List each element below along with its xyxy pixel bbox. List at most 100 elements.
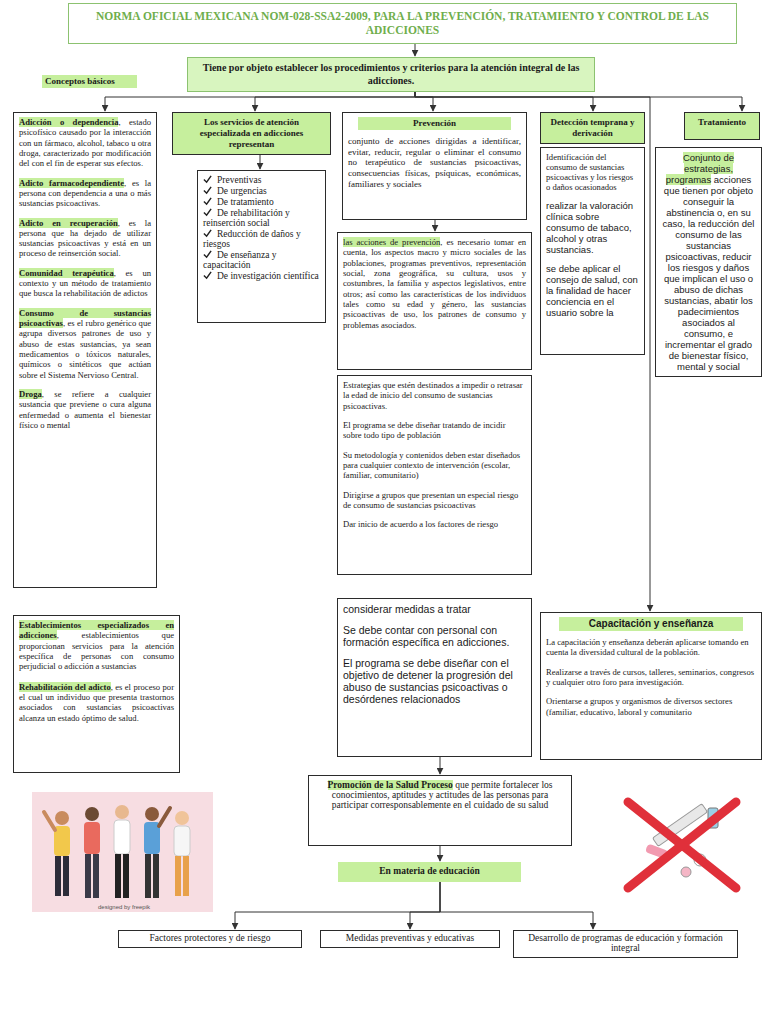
text: De urgencias (217, 186, 267, 196)
text-paragraph: Consumo de sustancias psicoactivas, es e… (19, 308, 151, 380)
connector (255, 92, 415, 111)
text-paragraph: La capacitación y enseñanza deberán apli… (546, 637, 756, 658)
header-box: Tratamiento (684, 112, 760, 140)
text-paragraph: Capacitación y enseñanza (559, 617, 744, 631)
text-paragraph: las acciones de prevención, es necesario… (343, 237, 526, 330)
text: realizar la valoración clínica sobre con… (546, 200, 633, 255)
text-paragraph: Su metodología y contenidos deben estar … (343, 450, 526, 481)
text: Se debe contar con personal con formació… (343, 624, 509, 648)
connector (415, 92, 742, 111)
text: Preventivas (217, 175, 261, 185)
no-drugs-illustration (628, 802, 736, 888)
text: Tiene por objeto establecer los procedim… (203, 62, 580, 86)
text: De enseñanza y capacitación (203, 250, 277, 270)
text: El programa se debe diseñar tratando de … (343, 420, 506, 440)
text: En materia de educación (379, 866, 480, 876)
connector (440, 757, 441, 774)
text-paragraph: Establecimientos especializados en adicc… (19, 620, 174, 672)
text-paragraph: Conjunto de estrategias, programas accio… (661, 152, 756, 372)
text-paragraph: Desarrollo de programas de educación y f… (518, 933, 733, 953)
strategies-box: Estrategias que estén destinados a imped… (337, 375, 532, 575)
connector (260, 155, 261, 169)
header-box: Detección temprana y derivación (540, 112, 645, 144)
text: La capacitación y enseñanza deberán apli… (546, 637, 749, 657)
detection-box: Identificación del consumo de sustancias… (540, 147, 645, 355)
text-paragraph: Identificación del consumo de sustancias… (546, 152, 639, 192)
text-paragraph: Detección temprana y derivación (546, 117, 639, 139)
text-paragraph: De enseñanza y capacitación (203, 250, 320, 270)
text: Estrategias que estén destinados a imped… (343, 380, 523, 411)
check-mark (203, 250, 212, 259)
treatment-box: Conjunto de estrategias, programas accio… (655, 147, 762, 377)
text-paragraph: El programa se debe diseñar tratando de … (343, 420, 526, 441)
services-list: PreventivasDe urgenciasDe tratamiento De … (197, 170, 326, 323)
text: Identificación del consumo de sustancias… (546, 152, 633, 192)
text: , es necesario tomar en cuenta, los aspe… (343, 237, 526, 330)
text-paragraph: Orientarse a grupos y organismos de dive… (546, 696, 756, 717)
connector (435, 220, 436, 231)
prevention-box: Prevención conjunto de acciones dirigidas… (342, 112, 527, 220)
text: se debe aplicar el consejo de salud, con… (546, 263, 638, 318)
text: Adicto en recuperación (19, 218, 118, 228)
education-item: Medidas preventivas y educativas (320, 930, 500, 948)
text-paragraph: Tiene por objeto establecer los procedim… (193, 62, 589, 87)
check-mark (203, 271, 212, 280)
text-paragraph: Dirigirse a grupos que presentan un espe… (343, 490, 526, 511)
text: Realizarse a través de cursos, talleres,… (546, 667, 754, 687)
text-paragraph: conjunto de acciones dirigidas a identif… (348, 136, 521, 190)
text-paragraph: De tratamiento (203, 197, 320, 207)
text: Comunidad terapéutica (19, 268, 114, 278)
text: Rehabilitación del adicto (19, 682, 111, 692)
text: Detección temprana y derivación (551, 117, 635, 138)
concepts-box: Adicción o dependencia, estado psicofísi… (13, 112, 157, 588)
connector (105, 92, 415, 111)
credit-note: designed by freepik (98, 904, 150, 910)
header-box: Los servicios de atención especializada … (172, 112, 331, 155)
text-paragraph: realizar la valoración clínica sobre con… (546, 200, 639, 255)
text: Reducción de daños y riesgos (203, 229, 301, 249)
text: Su metodología y contenidos deben estar … (343, 450, 520, 481)
text: Dar inicio de acuerdo a los factores de … (343, 519, 498, 529)
text-paragraph: Prevención (358, 117, 511, 130)
text-paragraph: Dar inicio de acuerdo a los factores de … (343, 519, 526, 529)
connector (440, 846, 441, 861)
promotion-box: Promoción de la Salud Proceso que permit… (308, 775, 572, 846)
text-paragraph: Preventivas (203, 175, 320, 185)
measures-box: considerar medidas a tratar Se debe conta… (337, 598, 532, 757)
text-paragraph: se debe aplicar el consejo de salud, con… (546, 263, 639, 318)
text-paragraph: Conceptos básicos (45, 76, 134, 86)
text: acciones que tienen por objeto conseguir… (663, 174, 755, 372)
title-box: NORMA OFICIAL MEXICANA NOM-028-SSA2-2009… (68, 3, 737, 44)
connector (415, 92, 593, 111)
education-item: Factores protectores y de riesgo (118, 930, 302, 948)
text-paragraph: Reducción de daños y riesgos (203, 229, 320, 249)
text-paragraph: Realizarse a través de cursos, talleres,… (546, 667, 756, 688)
text-paragraph: considerar medidas a tratar (343, 603, 526, 615)
objective-box: Tiene por objeto establecer los procedim… (187, 57, 595, 92)
text: NORMA OFICIAL MEXICANA NOM-028-SSA2-2009… (96, 10, 709, 36)
text: las acciones de prevención (343, 237, 440, 247)
text-paragraph: Adicto en recuperación, es la persona qu… (19, 218, 151, 259)
text: Dirigirse a grupos que presentan un espe… (343, 490, 518, 510)
concepts-box: Establecimientos especializados en adicc… (13, 615, 180, 773)
text-paragraph: El programa se debe diseñar con el objet… (343, 657, 526, 705)
text: Tratamiento (698, 117, 746, 127)
connector (415, 44, 416, 56)
text: De tratamiento (217, 197, 274, 207)
text: Capacitación y enseñanza (589, 618, 714, 629)
section-band: Conceptos básicos (42, 75, 137, 88)
text: Orientarse a grupos y organismos de dive… (546, 696, 732, 716)
text-paragraph: Los servicios de atención especializada … (178, 117, 325, 149)
connector (410, 882, 440, 929)
people-illustration (32, 792, 213, 912)
text-paragraph: Rehabilitación del adicto, es el proceso… (19, 682, 174, 723)
text: Factores protectores y de riesgo (150, 933, 271, 943)
text-paragraph: Droga, se refiere a cualquier sustancia … (19, 389, 151, 430)
text-paragraph: Adicción o dependencia, estado psicofísi… (19, 117, 151, 169)
connector (415, 92, 433, 111)
text: Conceptos básicos (45, 76, 115, 86)
text-paragraph: Promoción de la Salud Proceso que permit… (314, 780, 566, 810)
education-item: Desarrollo de programas de educación y f… (513, 930, 738, 958)
text: Promoción de la Salud Proceso (328, 780, 453, 790)
check-mark (203, 229, 212, 238)
